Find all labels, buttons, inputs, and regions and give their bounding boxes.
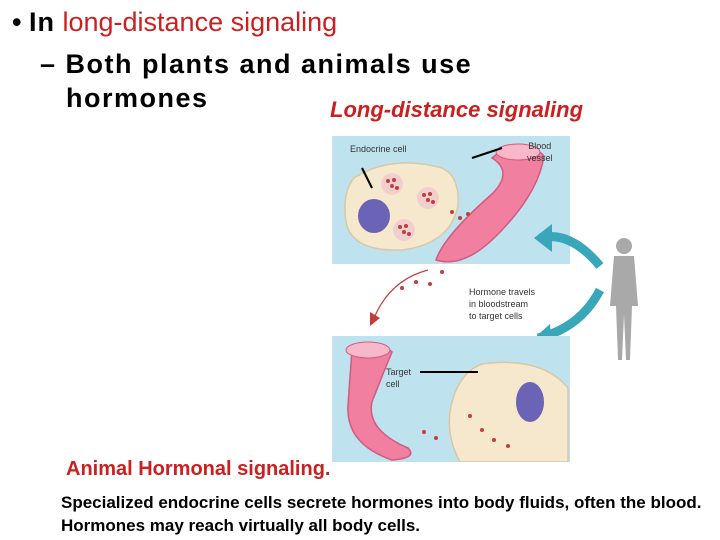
sub-bullet-line-1: – Both plants and animals use xyxy=(40,48,472,80)
endocrine-panel: Endocrine cell Blood vessel xyxy=(332,136,570,264)
bullet-lead: In xyxy=(28,7,55,37)
sub-bullet-line-2: hormones xyxy=(66,83,209,113)
bullet-mark: • xyxy=(12,7,22,37)
bullet-line-1: • In long-distance signaling xyxy=(12,6,337,38)
caption-title: Animal Hormonal signaling. xyxy=(66,458,331,480)
sub-bullet-text-1: Both plants and animals use xyxy=(65,49,473,79)
target-panel: Target cell xyxy=(332,336,570,463)
endocrine-illustration xyxy=(332,136,570,264)
endocrine-cell-label: Endocrine cell xyxy=(350,144,407,154)
bullet-highlight: long-distance signaling xyxy=(62,7,338,37)
target-illustration xyxy=(332,336,570,463)
sub-bullet-dash: – xyxy=(40,49,57,79)
figure-title: Long-distance signaling xyxy=(330,97,584,122)
hormone-travel-path xyxy=(370,269,444,326)
target-cell-label: Target cell xyxy=(386,367,412,389)
caption-body: Specialized endocrine cells secrete horm… xyxy=(61,493,702,535)
blood-vessel-label: Blood vessel xyxy=(527,141,553,163)
human-figure-icon xyxy=(532,224,638,360)
hormone-travels-label: Hormone travels in bloodstream to target… xyxy=(469,287,536,321)
